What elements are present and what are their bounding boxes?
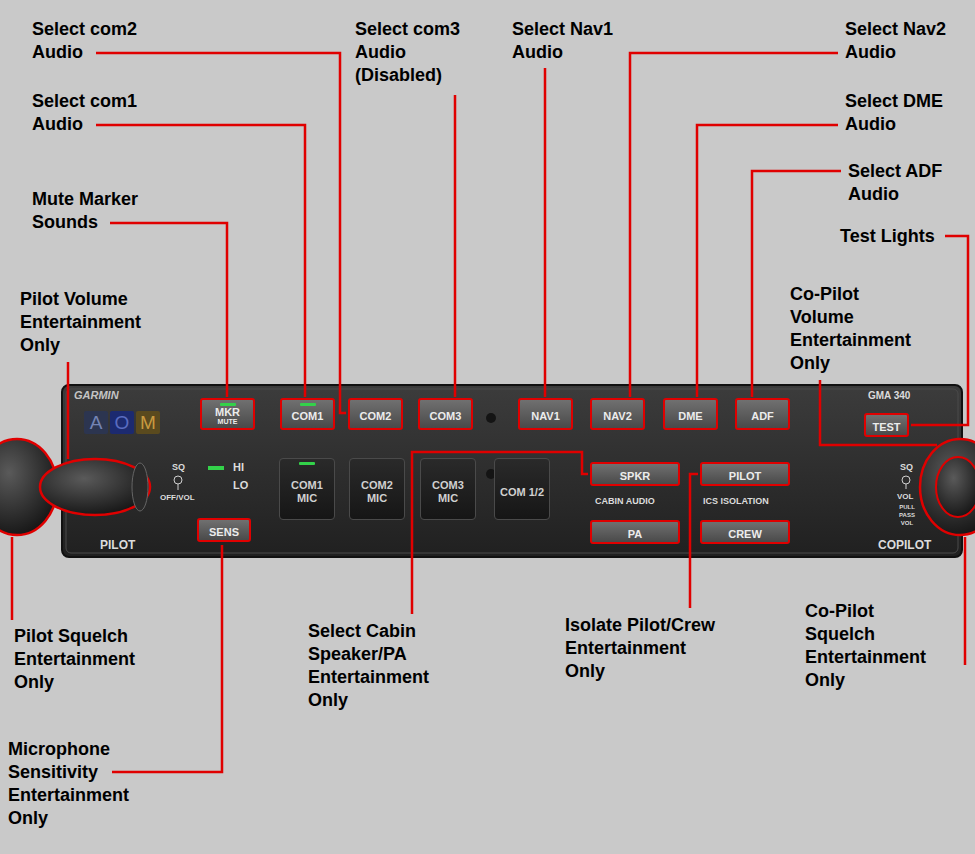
callout-label: Pilot Squelch Entertainment Only [14, 625, 154, 694]
marker-lamp: M [136, 411, 160, 434]
callout-label: Select com2 Audio [32, 18, 150, 64]
audio-button: CREW [700, 520, 790, 544]
audio-button: COM2 [348, 398, 403, 430]
sens-led [208, 466, 224, 470]
leader-line [544, 68, 547, 397]
button-label: TEST [872, 421, 900, 433]
copilot-squelch-knob [920, 439, 975, 535]
callout-label: Select com3 Audio (Disabled) [355, 18, 473, 87]
audio-button: PA [590, 520, 680, 544]
callout-label: Select com1 Audio [32, 90, 150, 136]
mic-select-switch: COM2 MIC [349, 458, 405, 520]
copilot-volume-knob [936, 457, 975, 517]
audio-button: SENS [197, 518, 251, 542]
marker-lamp: O [110, 411, 134, 434]
marker-lamp: A [84, 411, 108, 434]
callout-label: Select Nav1 Audio [512, 18, 624, 64]
button-label: COM3 [430, 410, 462, 422]
pilot-volume-knob [40, 459, 150, 515]
panel-legend: PILOT [100, 538, 135, 552]
button-label: MUTE [218, 418, 238, 426]
button-label: COM2 [360, 410, 392, 422]
callout-label: Select DME Audio [845, 90, 970, 136]
button-label: PILOT [729, 470, 761, 482]
panel-legend: SQ [900, 462, 913, 473]
panel-legend: PULL PASS VOL [898, 503, 916, 527]
button-label: DME [678, 410, 702, 422]
audio-button: ADF [735, 398, 790, 430]
audio-button: SPKR [590, 462, 680, 486]
panel-hole [486, 413, 496, 423]
callout-label: Mute Marker Sounds [32, 188, 162, 234]
leader-line [110, 223, 227, 397]
button-label: NAV1 [531, 410, 560, 422]
panel-legend: SQ [172, 462, 185, 473]
audio-button: PILOT [700, 462, 790, 486]
button-label: MKR [215, 406, 240, 418]
audio-button: DME [663, 398, 718, 430]
panel-legend: CABIN AUDIO [595, 496, 655, 507]
panel-legend: GARMIN [74, 389, 119, 402]
audio-button: COM1 [280, 398, 335, 430]
callout-label: Test Lights [840, 225, 935, 248]
leader-line [412, 452, 588, 614]
panel-legend: ICS ISOLATION [703, 496, 769, 507]
callout-label: Select Cabin Speaker/PA Entertainment On… [308, 620, 443, 712]
callout-label: Pilot Volume Entertainment Only [20, 288, 155, 357]
audio-button: NAV1 [518, 398, 573, 430]
knob-symbol-stem [178, 484, 179, 490]
knob-symbol-stem [906, 484, 907, 489]
button-label: ADF [751, 410, 774, 422]
callout-label: Select ADF Audio [848, 160, 970, 206]
audio-button: TEST [864, 413, 909, 437]
panel-legend: OFF/VOL [160, 493, 195, 503]
callout-label: Co-Pilot Squelch Entertainment Only [805, 600, 940, 692]
button-label: COM1 MIC [282, 479, 332, 505]
leader-line [690, 474, 698, 608]
button-label: SENS [209, 526, 239, 538]
audio-panel [62, 385, 962, 557]
leader-line [454, 95, 457, 397]
callout-label: Select Nav2 Audio [845, 18, 970, 64]
button-label: COM3 MIC [423, 479, 473, 505]
button-label: COM 1/2 [500, 486, 544, 499]
panel-legend: COPILOT [878, 538, 931, 552]
panel-legend: VOL [897, 492, 913, 502]
button-label: COM2 MIC [352, 479, 402, 505]
button-label: PA [628, 528, 642, 540]
audio-button: NAV2 [590, 398, 645, 430]
button-label: NAV2 [603, 410, 632, 422]
leader-line [67, 362, 70, 459]
leader-line [820, 380, 937, 445]
mic-select-switch: COM3 MIC [420, 458, 476, 520]
knob-face [132, 463, 148, 511]
panel-legend: HI [233, 461, 244, 474]
leader-lines [12, 53, 968, 772]
callout-label: Microphone Sensitivity Entertainment Onl… [8, 738, 146, 830]
knob-symbol-ring [174, 476, 182, 484]
leader-line [11, 537, 14, 620]
leader-line [911, 236, 968, 425]
button-label: O [115, 413, 130, 433]
mic-select-switch: COM 1/2 [494, 458, 550, 520]
callout-label: Co-Pilot Volume Entertainment Only [790, 283, 925, 375]
button-label: A [90, 413, 103, 433]
mic-select-switch: COM1 MIC [279, 458, 335, 520]
callout-label: Isolate Pilot/Crew Entertainment Only [565, 614, 727, 683]
button-label: CREW [728, 528, 762, 540]
panel-legend: GMA 340 [868, 390, 910, 402]
panel-legend: LO [233, 479, 248, 492]
leader-line [96, 125, 305, 397]
panel-bevel [66, 389, 958, 553]
button-label: SPKR [620, 470, 651, 482]
button-label: M [140, 413, 156, 433]
audio-button: MKRMUTE [200, 398, 255, 430]
leader-line [964, 537, 967, 665]
knob-symbol-ring [902, 476, 910, 484]
button-label: COM1 [292, 410, 324, 422]
audio-button: COM3 [418, 398, 473, 430]
